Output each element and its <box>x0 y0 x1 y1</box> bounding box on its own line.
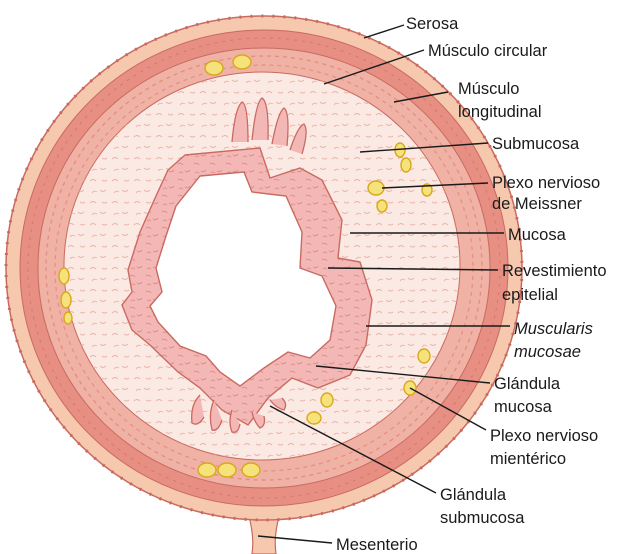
label-glandula-submucosa-1: Glándula <box>440 486 507 504</box>
label-glandula-submucosa-2: submucosa <box>440 509 525 527</box>
label-serosa: Serosa <box>406 15 459 33</box>
label-revestimiento-2: epitelial <box>502 286 558 304</box>
label-glandula-mucosa-1: Glándula <box>494 375 561 393</box>
label-musculo-longitudinal-1: Músculo <box>458 80 519 98</box>
label-plexo-meissner-2: de Meissner <box>492 195 582 213</box>
label-musculo-longitudinal-2: longitudinal <box>458 103 541 121</box>
label-revestimiento-1: Revestimiento <box>502 262 607 280</box>
label-plexo-mienterico-1: Plexo nervioso <box>490 427 598 445</box>
label-musculo-circular: Músculo circular <box>428 42 548 60</box>
label-mucosa: Mucosa <box>508 226 567 244</box>
label-muscularis-2: mucosae <box>514 343 581 361</box>
label-plexo-mienterico-2: mientérico <box>490 450 566 468</box>
label-glandula-mucosa-2: mucosa <box>494 398 553 416</box>
label-muscularis-1: Muscularis <box>514 320 593 338</box>
label-submucosa: Submucosa <box>492 135 580 153</box>
label-mesenterio: Mesenterio <box>336 536 418 554</box>
label-plexo-meissner-1: Plexo nervioso <box>492 174 600 192</box>
